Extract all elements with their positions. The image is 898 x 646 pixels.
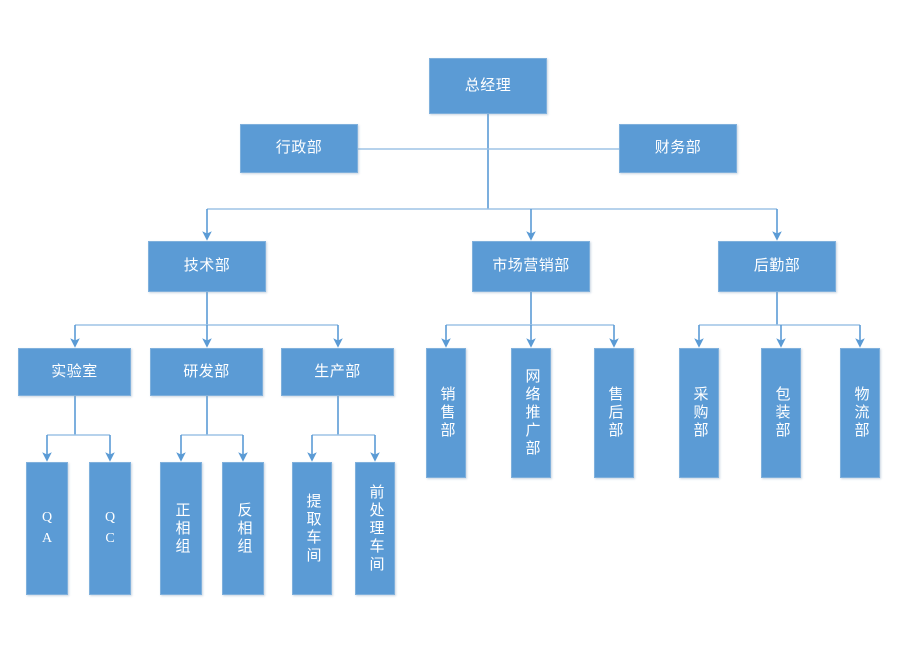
node-label: 实验室 [51,363,98,380]
node-label: 采购部 [691,386,708,440]
node-label: 销售部 [438,386,455,440]
node-label: 反相组 [235,501,252,556]
node-label: 网络推广部 [523,368,540,458]
node-label: 提取车间 [304,492,321,565]
edge-marketing-to-children [441,292,619,348]
node-packaging-dept[interactable]: 包装部 [761,348,801,478]
node-purchasing-dept[interactable]: 采购部 [679,348,719,478]
node-reverse-phase-group[interactable]: 反相组 [222,462,264,595]
edge-prod-to-children [307,396,380,462]
node-qc[interactable]: Q C [89,462,131,595]
node-logistics-dept[interactable]: 物流部 [840,348,880,478]
node-support-dept[interactable]: 后勤部 [718,241,836,292]
edge-lab-to-children [42,396,115,462]
node-label: 正相组 [173,501,190,556]
node-label: 技术部 [183,258,231,275]
node-finance-dept[interactable]: 财务部 [619,124,737,173]
node-qa[interactable]: Q A [26,462,68,595]
node-label: 包装部 [773,386,790,440]
node-label: Q A [41,510,53,546]
node-extraction-workshop[interactable]: 提取车间 [292,462,332,595]
node-label: 前处理车间 [367,483,384,574]
node-label: 行政部 [275,140,323,157]
node-online-promotion-dept[interactable]: 网络推广部 [511,348,551,478]
node-label: 总经理 [464,77,512,94]
node-laboratory[interactable]: 实验室 [18,348,131,396]
edge-gm-to-level3 [202,208,782,241]
node-administration-dept[interactable]: 行政部 [240,124,358,173]
node-label: 财务部 [654,140,702,157]
node-label: 生产部 [314,363,361,380]
node-technology-dept[interactable]: 技术部 [148,241,266,292]
node-sales-dept[interactable]: 销售部 [426,348,466,478]
edge-tech-to-children [70,292,343,348]
node-label: 物流部 [852,386,869,440]
edge-rnd-to-children [176,396,248,462]
node-rnd-dept[interactable]: 研发部 [150,348,263,396]
node-label: 研发部 [183,363,230,380]
node-normal-phase-group[interactable]: 正相组 [160,462,202,595]
node-label: 后勤部 [753,258,801,275]
node-general-manager[interactable]: 总经理 [429,58,547,114]
node-label: 市场营销部 [492,258,570,275]
node-production-dept[interactable]: 生产部 [281,348,394,396]
node-label: 售后部 [606,386,623,440]
node-label: Q C [104,510,116,546]
edge-support-to-children [694,292,865,348]
node-marketing-dept[interactable]: 市场营销部 [472,241,590,292]
node-after-sales-dept[interactable]: 售后部 [594,348,634,478]
node-pretreatment-workshop[interactable]: 前处理车间 [355,462,395,595]
